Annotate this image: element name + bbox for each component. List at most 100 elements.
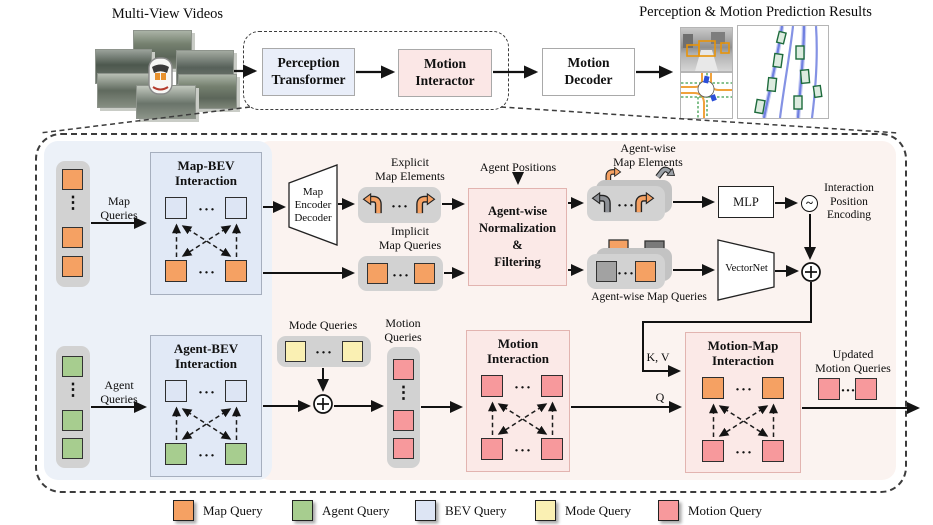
kv-label: K, V (646, 350, 670, 364)
horizontal-ellipsis: ··· (314, 345, 333, 361)
horizontal-ellipsis: ··· (513, 380, 532, 396)
motion-query-square (393, 438, 414, 459)
implicit-map-queries-label: Implicit Map Queries (378, 224, 442, 253)
mode-queries-box: ··· (277, 336, 371, 367)
horizontal-ellipsis: ··· (513, 443, 532, 459)
map-result-image (680, 72, 733, 119)
map-bev-title: Map-BEV Interaction (174, 158, 238, 189)
bev-query-square (225, 197, 247, 219)
map-query-square (62, 169, 83, 190)
detail-dashed-frame (35, 133, 907, 493)
legend-agent-query: Agent Query (292, 500, 390, 521)
motion-query-column: ⋮ (387, 347, 420, 468)
map-query-square (165, 260, 187, 282)
agent-query-square (62, 438, 83, 459)
agentwise-map-query-square (596, 261, 617, 282)
motion-interactor-box: Motion Interactor (398, 49, 492, 97)
legend-label: BEV Query (445, 502, 507, 518)
motion-interaction-box: Motion Interaction ··· ··· (466, 330, 570, 472)
results-label: Perception & Motion Prediction Results (639, 4, 872, 20)
motion-query-square (762, 440, 784, 462)
agent-bev-title: Agent-BEV Interaction (173, 341, 239, 372)
motion-query-square (818, 378, 840, 400)
legend-label: Motion Query (688, 502, 763, 518)
agentwise-map-queries-label: Agent-wise Map Queries (591, 291, 707, 303)
map-bev-interaction-box: Map-BEV Interaction ··· ··· (150, 152, 262, 295)
motion-query-square (702, 440, 724, 462)
map-queries-label: Map Queries (100, 194, 138, 223)
map-query-square (225, 260, 247, 282)
interaction-position-encoding-label: Interaction Position Encoding (824, 182, 874, 222)
horizontal-ellipsis: ··· (391, 268, 410, 284)
legend-label: Mode Query (565, 502, 632, 518)
bev-query-square (165, 197, 187, 219)
trajectory-result-image (737, 25, 829, 119)
horizontal-ellipsis: ··· (197, 265, 216, 281)
mode-query-swatch (535, 500, 556, 521)
agentwise-queries-box: ··· (587, 254, 665, 289)
mode-query-square (285, 341, 306, 362)
agent-query-swatch (292, 500, 313, 521)
detection-result-image (680, 27, 733, 72)
mode-query-square (342, 341, 363, 362)
bev-query-swatch (415, 500, 436, 521)
map-query-swatch (173, 500, 194, 521)
motion-query-swatch (658, 500, 679, 521)
vertical-ellipsis: ⋮ (64, 193, 82, 212)
horizontal-ellipsis: ··· (197, 385, 216, 401)
motion-query-square (541, 438, 563, 460)
map-encoder-decoder-label: Map Encoder Decoder (294, 186, 332, 224)
motion-query-square (393, 410, 414, 431)
legend-motion-query: Motion Query (658, 500, 762, 521)
vertical-ellipsis: ⋮ (64, 380, 82, 399)
motion-queries-label: Motion Queries (384, 316, 422, 345)
legend-label: Agent Query (322, 502, 390, 518)
vertical-ellipsis: ⋮ (395, 383, 412, 402)
bev-query-square (165, 380, 187, 402)
updated-motion-queries-label: Updated Motion Queries (815, 347, 891, 376)
perception-transformer-box: Perception Transformer (262, 48, 355, 96)
agent-positions-label: Agent Positions (479, 160, 557, 174)
horizontal-ellipsis: ··· (197, 448, 216, 464)
motion-map-interaction-box: Motion-Map Interaction ··· ··· (685, 332, 801, 473)
agent-query-square (225, 443, 247, 465)
motion-query-square (393, 359, 414, 380)
agent-bev-interaction-box: Agent-BEV Interaction ··· ··· (150, 335, 262, 477)
legend-map-query: Map Query (173, 500, 263, 521)
normalization-box: Agent-wise Normalization & Filtering (468, 188, 567, 286)
agentwise-map-elements-label: Agent-wise Map Elements (613, 141, 683, 170)
legend-bev-query: BEV Query (415, 500, 507, 521)
map-query-square (702, 377, 724, 399)
motion-query-square (541, 375, 563, 397)
agentwise-elements-box: ··· (587, 186, 665, 221)
motion-decoder-box: Motion Decoder (542, 48, 635, 96)
mode-queries-label: Mode Queries (288, 318, 358, 332)
horizontal-ellipsis: ··· (616, 198, 635, 214)
map-query-square (414, 263, 435, 284)
map-query-column: ⋮ (56, 161, 90, 287)
agent-query-square (62, 356, 83, 377)
map-query-square (367, 263, 388, 284)
agent-queries-label: Agent Queries (100, 378, 138, 407)
horizontal-ellipsis: ··· (616, 266, 635, 282)
map-query-square (62, 256, 83, 277)
legend-mode-query: Mode Query (535, 500, 631, 521)
motion-query-square (481, 438, 503, 460)
horizontal-ellipsis: ··· (734, 382, 753, 398)
agent-query-square (165, 443, 187, 465)
q-label: Q (655, 390, 665, 404)
explicit-map-elements-label: Explicit Map Elements (375, 155, 445, 184)
horizontal-ellipsis: ··· (197, 202, 216, 218)
horizontal-ellipsis: ··· (840, 383, 856, 399)
bev-query-square (225, 380, 247, 402)
legend-label: Map Query (203, 502, 263, 518)
vectornet-label: VectorNet (725, 263, 768, 274)
motion-interaction-title: Motion Interaction (486, 336, 550, 367)
motion-query-square (855, 378, 877, 400)
map-query-square (62, 227, 83, 248)
explicit-map-elements-box: ··· (358, 187, 441, 223)
horizontal-ellipsis: ··· (734, 445, 753, 461)
agent-query-column: ⋮ (56, 346, 90, 468)
multiview-label: Multi-View Videos (111, 6, 224, 22)
